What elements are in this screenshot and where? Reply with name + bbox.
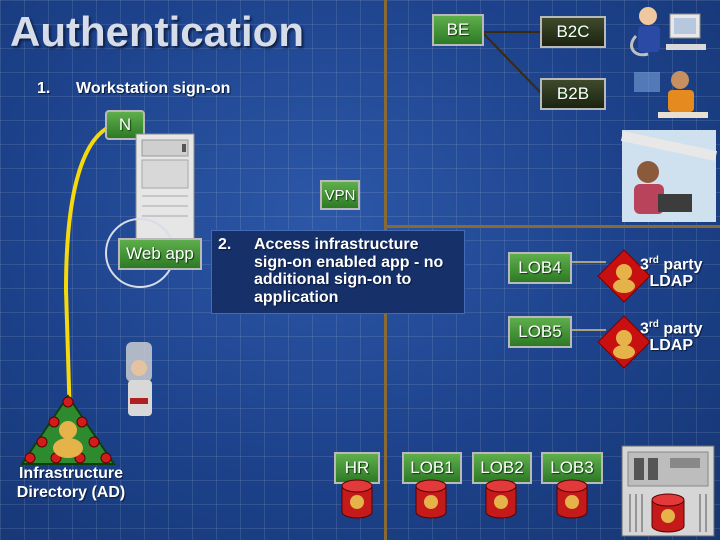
- database-icon: [485, 479, 517, 519]
- ad-label: Infrastructure Directory (AD): [6, 464, 136, 502]
- b2b-box: B2B: [540, 78, 606, 110]
- ldap-4-party: party: [663, 256, 703, 274]
- ldap-5-party: party: [663, 320, 703, 338]
- directory-triangle-icon: [20, 394, 116, 465]
- user-with-laptop-icon: [620, 130, 718, 222]
- ldap-4-label: 3rd party LDAP: [640, 252, 702, 290]
- user-at-computer-icon: [630, 7, 706, 57]
- lob4-box: LOB4: [508, 252, 572, 284]
- database-icon: [341, 479, 373, 519]
- ldap-diamond-icon: [597, 315, 651, 369]
- point-2-text: Access infrastructure sign-on enabled ap…: [254, 236, 444, 306]
- hr-box: HR: [334, 452, 380, 484]
- divider-horizontal: [384, 225, 720, 228]
- ldap-4-ldap: LDAP: [649, 273, 694, 291]
- be-box: BE: [432, 14, 484, 46]
- web-app-box: Web app: [118, 238, 202, 270]
- point-2-panel: [211, 230, 465, 314]
- lob5-box: LOB5: [508, 316, 572, 348]
- database-icon: [556, 479, 588, 519]
- ldap-diamond-icon: [597, 249, 651, 303]
- user-at-desk-icon: [126, 342, 152, 416]
- database-icon: [415, 479, 447, 519]
- ldap-5-label: 3rd party LDAP: [640, 316, 702, 354]
- ldap-5-ldap: LDAP: [649, 337, 694, 355]
- lob1-box: LOB1: [402, 452, 462, 484]
- point-1-text: Workstation sign-on: [76, 80, 231, 97]
- ldap-5-num: 3: [640, 320, 649, 338]
- ldap-5-sup: rd: [648, 319, 659, 330]
- page-title: Authentication: [10, 8, 304, 55]
- point-1-number: 1.: [37, 80, 51, 97]
- sign-on-path: [63, 124, 112, 421]
- ad-label-line1: Infrastructure: [18, 465, 124, 482]
- mainframe-icon: [621, 445, 715, 537]
- point-2-number: 2.: [218, 236, 232, 253]
- ad-label-line2: Directory (AD): [16, 484, 126, 501]
- server-icon: [135, 133, 195, 241]
- user-on-phone-icon: [634, 71, 708, 118]
- ldap-4-sup: rd: [648, 255, 659, 266]
- lob2-box: LOB2: [472, 452, 532, 484]
- vpn-badge: VPN: [320, 180, 360, 210]
- ldap-4-num: 3: [640, 256, 649, 274]
- b2c-box: B2C: [540, 16, 606, 48]
